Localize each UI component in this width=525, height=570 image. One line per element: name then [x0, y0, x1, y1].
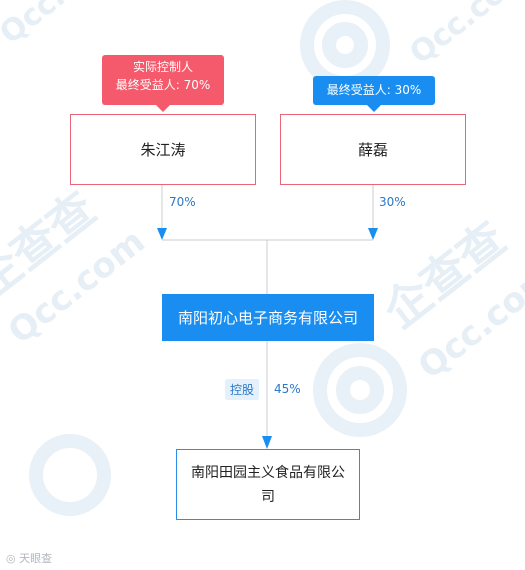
footer-text: 天眼查 [19, 552, 53, 565]
controller-tag-title: 实际控制人 [132, 60, 193, 74]
main-company-name: 南阳初心电子商务有限公司 [177, 309, 358, 327]
arrow-down-icon [368, 228, 378, 240]
beneficiary-tag: 最终受益人: 30% [313, 76, 435, 112]
footer-watermark: ◎ 天眼查 [6, 550, 52, 566]
controller-tag-share: 最终受益人: 70% [115, 78, 211, 92]
shareholder-name: 朱江涛 [140, 141, 186, 159]
main-company-box[interactable]: 南阳初心电子商务有限公司 [162, 294, 374, 341]
share-percent: 70% [169, 195, 196, 209]
actual-controller-tag: 实际控制人 最终受益人: 70% [102, 55, 224, 112]
arrow-down-icon [157, 228, 167, 240]
tag-pointer-icon [156, 105, 170, 112]
relation-percent: 45% [274, 382, 301, 396]
subsidiary-company-box[interactable]: 南阳田园主义食品有限公司 [176, 449, 360, 520]
share-percent: 30% [379, 195, 406, 209]
watermark-logo-icon [29, 0, 407, 516]
shareholder-box-xuelei[interactable]: 薛磊 [280, 114, 466, 185]
subsidiary-company-name: 南阳田园主义食品有限公司 [191, 464, 345, 505]
eye-icon: ◎ [6, 552, 20, 565]
arrow-down-icon [262, 436, 272, 449]
shareholder-box-zhujiangtao[interactable]: 朱江涛 [70, 114, 256, 185]
shareholder-name: 薛磊 [357, 141, 388, 159]
beneficiary-tag-share: 最终受益人: 30% [326, 83, 422, 97]
relation-label: 控股 [225, 379, 260, 400]
tag-pointer-icon [367, 105, 381, 112]
